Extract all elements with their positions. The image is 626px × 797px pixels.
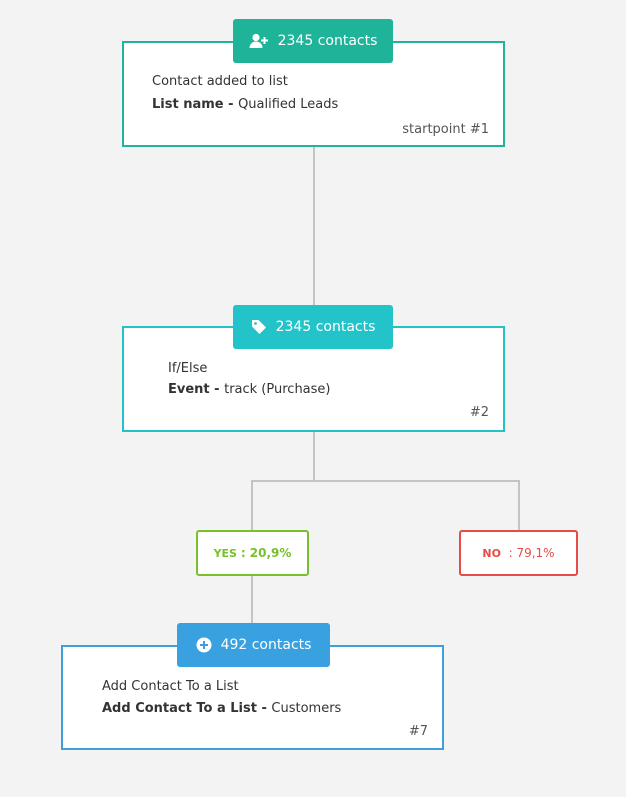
node-footer: startpoint #1	[402, 122, 489, 137]
contacts-badge-add[interactable]: 492 contacts	[177, 623, 330, 667]
branch-yes[interactable]: YES : 20,9%	[196, 530, 309, 576]
node-title: Add Contact To a List	[102, 679, 239, 694]
node-detail-key: List name	[152, 97, 224, 112]
node-detail-value: track (Purchase)	[224, 382, 331, 397]
node-detail-key: Add Contact To a List	[102, 701, 257, 716]
branch-no[interactable]: NO : 79,1%	[459, 530, 578, 576]
badge-label: 492 contacts	[220, 637, 312, 653]
connector-yes-to-add	[251, 574, 253, 626]
branch-yes-value: : 20,9%	[240, 546, 292, 560]
connector-ifelse-down	[313, 431, 315, 482]
add-user-icon	[249, 33, 269, 49]
node-title: If/Else	[168, 361, 208, 376]
node-detail-value: Qualified Leads	[238, 97, 339, 112]
node-footer: #7	[408, 724, 428, 739]
contacts-badge-start[interactable]: 2345 contacts	[233, 19, 393, 63]
node-footer: #2	[469, 405, 489, 420]
branch-no-label: NO	[482, 546, 501, 560]
node-detail: List name - Qualified Leads	[152, 97, 339, 112]
tag-icon	[251, 319, 267, 335]
connector-branch-horizontal	[251, 480, 520, 482]
connector-no-up	[518, 480, 520, 532]
badge-label: 2345 contacts	[275, 319, 376, 335]
connector-start-to-ifelse	[313, 146, 315, 328]
node-detail: Add Contact To a List - Customers	[102, 701, 342, 716]
badge-label: 2345 contacts	[277, 33, 378, 49]
branch-yes-label: YES	[213, 546, 237, 560]
node-detail-value: Customers	[271, 701, 342, 716]
contacts-badge-ifelse[interactable]: 2345 contacts	[233, 305, 393, 349]
node-detail-key: Event	[168, 382, 210, 397]
branch-no-value: : 79,1%	[508, 546, 555, 560]
node-title: Contact added to list	[152, 74, 288, 89]
plus-circle-icon	[196, 637, 212, 653]
connector-yes-up	[251, 480, 253, 532]
node-detail: Event - track (Purchase)	[168, 382, 331, 397]
